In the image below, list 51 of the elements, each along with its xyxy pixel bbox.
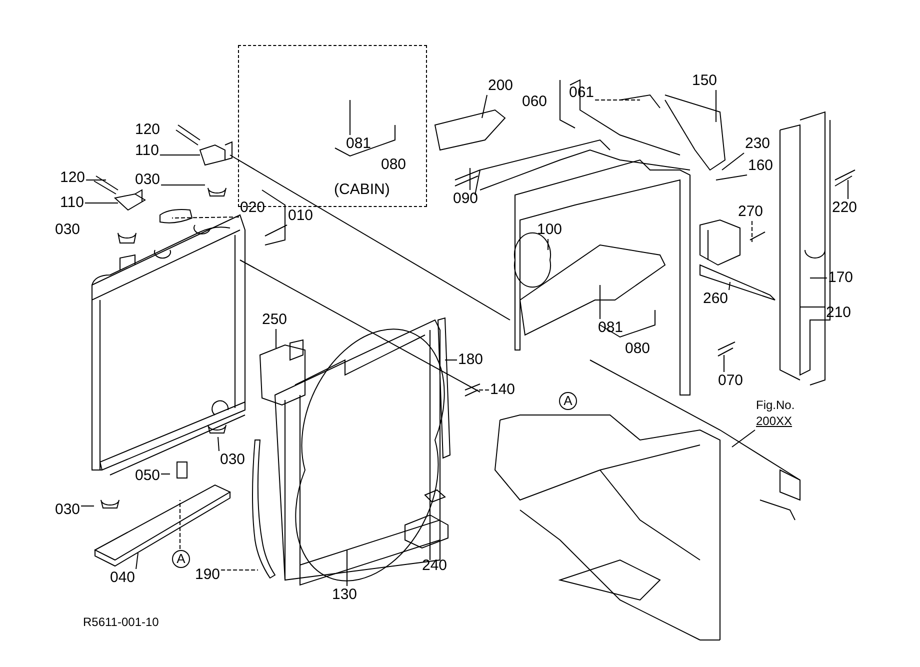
callout-number: 240	[422, 558, 448, 574]
leader-line	[218, 436, 220, 452]
leader-line	[264, 224, 288, 236]
callout-number: 030	[55, 222, 80, 238]
leader-line	[159, 154, 200, 156]
leader-line	[482, 94, 488, 118]
callout-number: 120	[135, 122, 160, 138]
callout-number: 060	[522, 94, 548, 110]
figure-number: 200XX	[756, 413, 794, 429]
callout-number: 090	[453, 191, 478, 207]
figure-number-label: Fig.No.	[756, 397, 795, 413]
callout-number: 190	[195, 567, 220, 583]
callout-number: 270	[738, 204, 764, 220]
callout-number: 080	[625, 341, 650, 357]
callout-number: 200	[488, 78, 514, 94]
group-label: (CABIN)	[334, 182, 390, 198]
leader-line	[800, 306, 826, 308]
reference-circle: A	[559, 392, 577, 410]
leader-line	[84, 202, 118, 204]
callout-number: 100	[537, 222, 562, 238]
leader-line	[136, 552, 138, 570]
leader-line	[722, 152, 744, 170]
leader-line	[732, 430, 756, 448]
callout-number: 020	[240, 200, 266, 216]
drawing-number: R5611-001-10	[83, 615, 159, 629]
callout-number: 180	[458, 352, 484, 368]
callout-number: 010	[288, 208, 314, 224]
callout-number: 260	[703, 291, 728, 307]
callout-number: 050	[135, 468, 160, 484]
callout-number: 080	[381, 157, 406, 173]
callout-number: 230	[745, 136, 770, 152]
leader-line	[716, 174, 748, 180]
callout-number: 030	[55, 502, 80, 518]
callout-number: 160	[748, 158, 774, 174]
callout-number: 250	[262, 312, 288, 328]
callout-number: 150	[692, 73, 718, 89]
callout-number: 070	[718, 373, 744, 389]
callout-number: 110	[135, 143, 159, 159]
callout-number: 110	[60, 195, 84, 211]
callout-number: 030	[220, 452, 246, 468]
leader-line	[160, 184, 206, 186]
callout-number: 220	[832, 200, 858, 216]
callout-number: 030	[135, 172, 160, 188]
leader-line	[172, 216, 240, 218]
callout-number: 140	[490, 382, 516, 398]
reference-circle: A	[172, 550, 190, 568]
leader-line	[728, 282, 730, 290]
callout-number: 130	[332, 587, 358, 603]
callout-number: 120	[60, 170, 86, 186]
callout-number: 081	[346, 136, 372, 152]
callout-number: 040	[110, 570, 136, 586]
